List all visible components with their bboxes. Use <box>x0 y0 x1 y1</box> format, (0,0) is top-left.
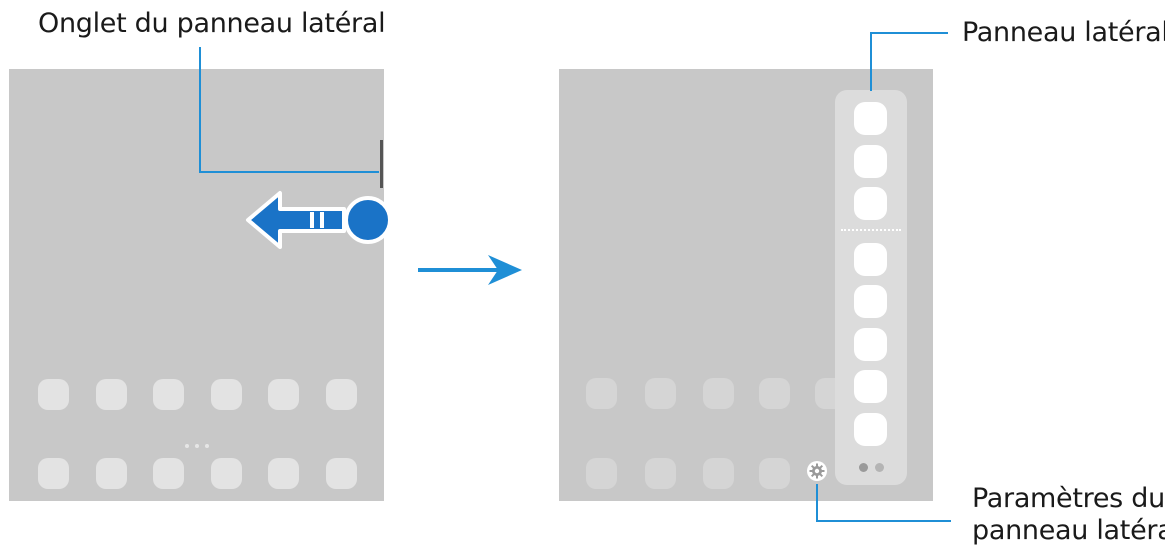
edge-panel-leader <box>870 32 948 34</box>
app-icon <box>586 458 617 489</box>
settings-leader <box>816 520 951 522</box>
app-icon <box>153 379 184 410</box>
app-icon <box>645 458 676 489</box>
edge-app-icon[interactable] <box>854 187 887 220</box>
page-indicator-dot <box>185 444 189 448</box>
app-icon <box>96 458 127 489</box>
edge-app-icon[interactable] <box>854 285 887 318</box>
app-icon <box>38 458 69 489</box>
app-icon <box>703 378 734 409</box>
app-icon <box>96 379 127 410</box>
touch-point <box>344 196 392 244</box>
home-screen-after <box>559 69 933 501</box>
edge-panel-callout: Panneau latéral <box>962 17 1165 48</box>
app-icon <box>153 458 184 489</box>
app-icon <box>703 458 734 489</box>
edge-app-icon[interactable] <box>854 102 887 135</box>
edge-app-icon[interactable] <box>854 243 887 276</box>
page-indicator-dot <box>205 444 209 448</box>
edge-app-icon[interactable] <box>854 328 887 361</box>
edge-handle-leader <box>199 47 201 173</box>
app-icon <box>268 379 299 410</box>
app-icon <box>586 378 617 409</box>
app-icon <box>326 458 357 489</box>
settings-callout-line2: panneau latéral <box>972 515 1165 546</box>
app-icon <box>268 458 299 489</box>
edge-panel-handle[interactable] <box>380 140 383 188</box>
app-icon <box>326 379 357 410</box>
edge-app-icon[interactable] <box>854 370 887 403</box>
settings-callout-line1: Paramètres du <box>972 483 1165 514</box>
app-icon <box>759 378 790 409</box>
app-icon <box>211 458 242 489</box>
app-icon <box>211 379 242 410</box>
edge-panel-leader <box>870 32 872 91</box>
panel-page-dot <box>875 463 884 472</box>
panel-divider <box>841 229 901 231</box>
panel-page-dot <box>859 463 868 472</box>
edge-handle-callout: Onglet du panneau latéral <box>38 8 386 39</box>
app-icon <box>759 458 790 489</box>
gear-icon[interactable] <box>806 460 828 482</box>
edge-handle-leader <box>199 171 379 173</box>
edge-panel[interactable] <box>835 90 907 485</box>
edge-app-icon[interactable] <box>854 145 887 178</box>
left-arrow-icon <box>246 191 346 249</box>
app-icon <box>645 378 676 409</box>
settings-leader <box>816 484 818 522</box>
page-indicator-dot <box>195 444 199 448</box>
app-icon <box>38 379 69 410</box>
edge-app-icon[interactable] <box>854 413 887 446</box>
right-arrow-icon <box>418 255 522 285</box>
home-screen-before <box>9 69 384 501</box>
